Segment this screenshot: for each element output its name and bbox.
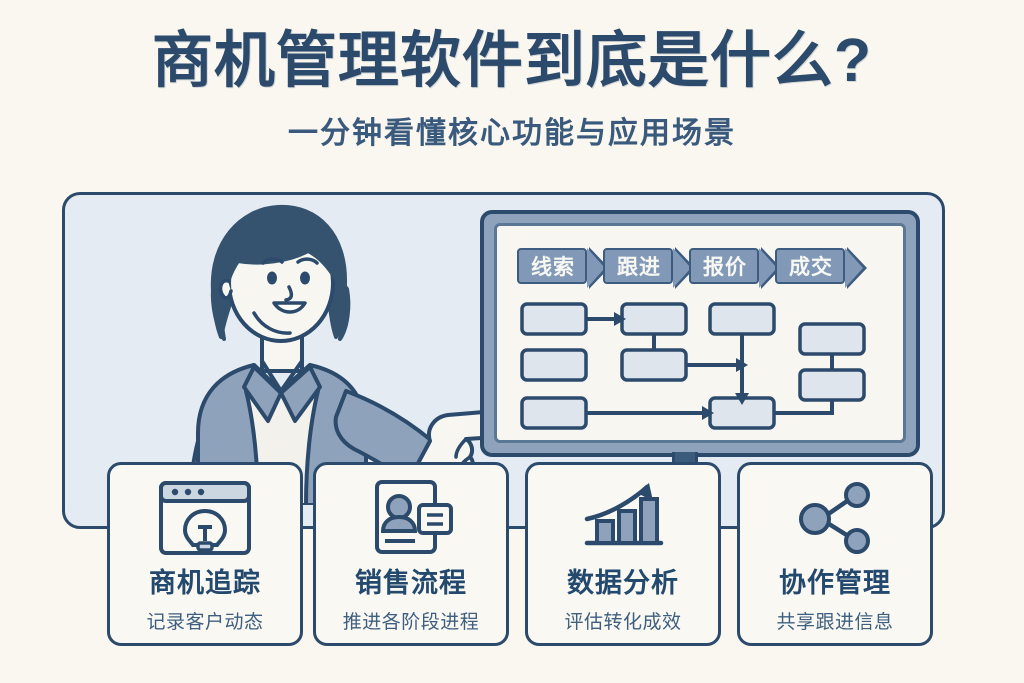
pipeline-stage-2[interactable]: 报价: [689, 247, 781, 289]
workflow-diagram: [520, 302, 866, 430]
flow-node: [798, 368, 866, 402]
pipeline-stage-label: 跟进: [617, 256, 661, 279]
card-subtitle: 记录客户动态: [146, 612, 264, 633]
pipeline-stage-1[interactable]: 跟进: [603, 247, 695, 289]
presenter-figure: [189, 204, 514, 505]
pipeline-stage-label: 成交: [789, 256, 833, 279]
flow-node: [520, 302, 588, 336]
feature-card-opportunity-tracking[interactable]: 商机追踪 记录客户动态: [107, 462, 303, 646]
monitor-screen: 线索 跟进 报价 成交: [494, 223, 906, 443]
flow-arrowhead: [702, 406, 714, 420]
pipeline-stage-label: 报价: [703, 256, 747, 279]
flow-arrowhead: [614, 312, 626, 326]
pipeline-stage-3[interactable]: 成交: [775, 247, 867, 289]
pipeline-stage-0[interactable]: 线索: [517, 247, 609, 289]
feature-card-sales-process[interactable]: 销售流程 推进各阶段进程: [313, 462, 509, 646]
growth-chart-icon: [575, 477, 671, 559]
flow-node: [798, 322, 866, 356]
flow-node: [708, 302, 776, 336]
card-subtitle: 推进各阶段进程: [342, 612, 480, 633]
flow-node: [620, 348, 688, 382]
card-subtitle: 评估转化成效: [564, 612, 682, 633]
pipeline-stage-label: 线索: [531, 256, 575, 279]
lightbulb-window-icon: [157, 477, 253, 559]
share-network-icon: [787, 477, 883, 559]
feature-card-collaboration[interactable]: 协作管理 共享跟进信息: [737, 462, 933, 646]
contact-card-icon: [363, 477, 459, 559]
flow-arrowhead: [735, 393, 749, 405]
card-title: 协作管理: [779, 568, 891, 598]
presentation-monitor: 线索 跟进 报价 成交: [480, 210, 920, 457]
sales-pipeline: 线索 跟进 报价 成交: [517, 247, 867, 289]
flow-node: [520, 396, 588, 430]
page-title: 商机管理软件到底是什么?: [151, 26, 873, 94]
card-title: 销售流程: [355, 568, 467, 598]
card-title: 商机追踪: [149, 568, 261, 598]
flow-node: [520, 348, 588, 382]
flow-connector: [774, 400, 834, 415]
title-block: 商机管理软件到底是什么? 一分钟看懂核心功能与应用场景: [0, 28, 1024, 152]
flow-arrowhead: [736, 358, 748, 372]
page-subtitle: 一分钟看懂核心功能与应用场景: [288, 117, 736, 151]
card-subtitle: 共享跟进信息: [776, 612, 894, 633]
card-title: 数据分析: [567, 568, 679, 598]
feature-card-data-analysis[interactable]: 数据分析 评估转化成效: [525, 462, 721, 646]
flow-node: [620, 302, 688, 336]
